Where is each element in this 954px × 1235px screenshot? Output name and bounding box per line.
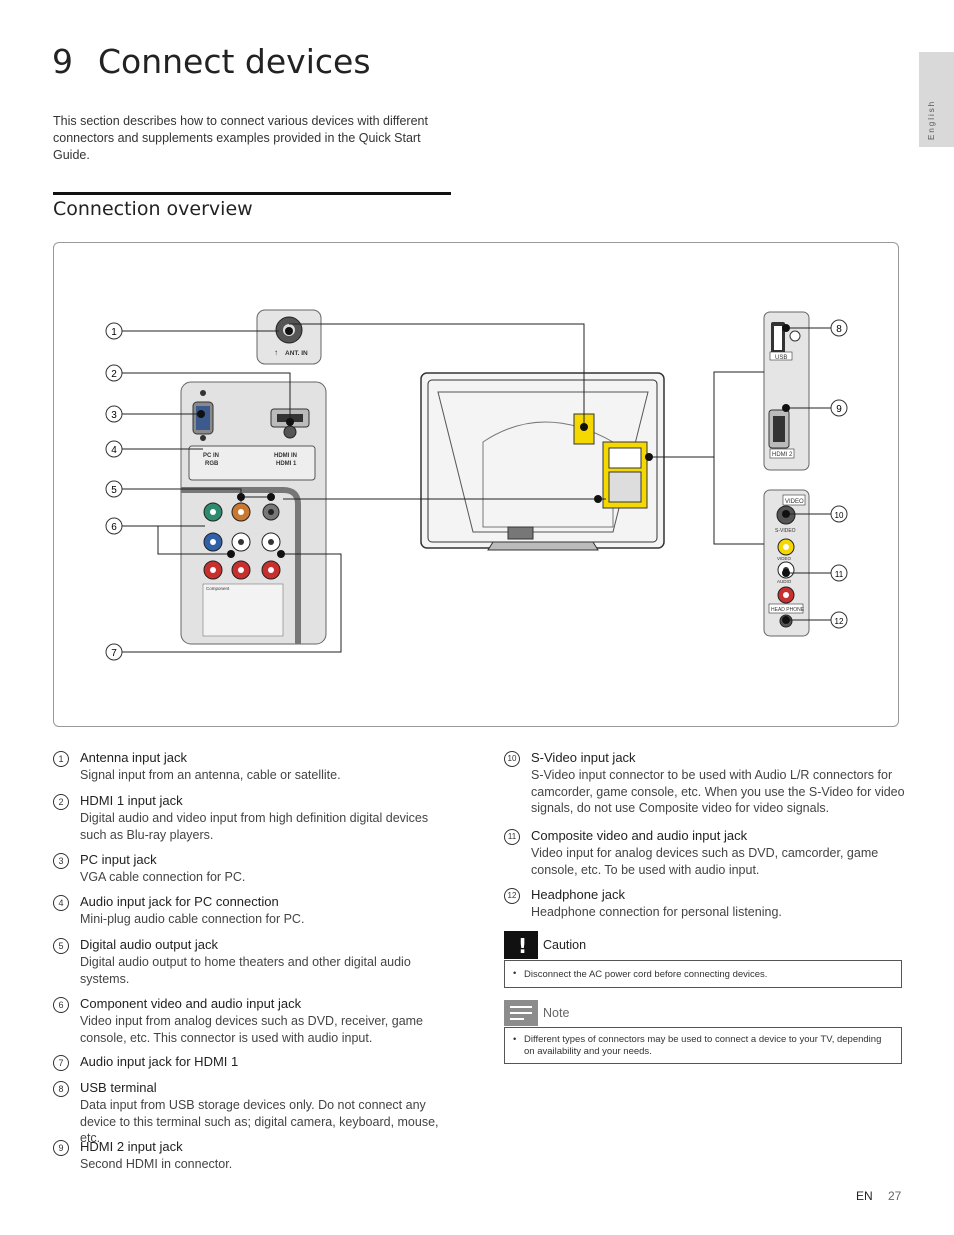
language-tab: English [919,52,954,147]
callout-circles: 1 2 3 4 5 6 7 8 9 10 11 12 [105,319,848,661]
caution-box: • Disconnect the AC power cord before co… [504,960,902,988]
language-tab-label: English [927,99,936,140]
item-desc: Video input from analog devices such as … [80,1014,424,1045]
antenna-panel: ANT. IN ↑ [256,309,322,365]
connection-diagram: ANT. IN ↑ PC IN RGB HDMI IN HDMI 1 [105,309,848,661]
item-title: S-Video input jack [531,750,636,765]
chapter-number: 9 [52,42,73,81]
item-title: Component video and audio input jack [80,996,302,1011]
callout-7: 7 [111,648,117,659]
section-rule [53,192,451,195]
callout-11: 11 [835,570,844,579]
component-label: Component [206,586,230,591]
side-panel-top: USB HDMI 2 [763,311,810,471]
item-number: 1 [53,751,69,767]
video-label: VIDEO [785,499,804,505]
section-heading: Connection overview [53,198,253,220]
svideo-label: S-VIDEO [775,528,796,534]
note-text: Different types of connectors may be use… [524,1034,882,1057]
callout-5: 5 [111,485,117,496]
item-title: Audio input jack for HDMI 1 [80,1054,239,1069]
caution-title: Caution [543,938,587,952]
item-desc: Video input for analog devices such as D… [531,846,879,877]
page-number: 27 [888,1189,902,1203]
item-desc: S-Video input connector to be used with … [531,768,905,815]
item-number: 2 [53,794,69,810]
item-title: HDMI 1 input jack [80,793,183,808]
callout-10: 10 [835,511,844,520]
caution-icon: ! [504,931,538,959]
callout-4: 4 [111,445,117,456]
callout-8: 8 [836,324,842,335]
pc-in-label: PC IN [203,453,219,459]
callout-12: 12 [835,617,844,626]
callout-9: 9 [836,404,842,415]
item-title: Headphone jack [531,887,625,902]
svg-text:↑: ↑ [274,348,278,357]
connect-dots [197,324,790,624]
hdmi1-label: HDMI 1 [276,461,297,467]
callout-2: 2 [111,369,117,380]
item-desc: Digital audio output to home theaters an… [80,955,411,986]
item-desc: VGA cable connection for PC. [80,870,246,884]
note-icon [504,1000,538,1026]
item-title: Audio input jack for PC connection [80,894,279,909]
item-title: PC input jack [80,852,157,867]
note-box: • Different types of connectors may be u… [504,1027,902,1064]
item-title: HDMI 2 input jack [80,1139,183,1154]
diagram-frame [53,242,899,727]
item-number: 5 [53,938,69,954]
item-number: 10 [504,751,520,767]
side-panel-bottom: VIDEO S-VIDEO VIDEO AUDIO HEAD PHONE [763,489,810,637]
item-title: Digital audio output jack [80,937,219,952]
ant-label: ANT. IN [285,350,308,357]
item-number: 3 [53,853,69,869]
item-desc: Signal input from an antenna, cable or s… [80,768,341,782]
chapter-title: Connect devices [98,42,371,81]
item-title: USB terminal [80,1080,157,1095]
callout-6: 6 [111,522,117,533]
hdmi2-label: HDMI 2 [772,452,793,458]
hdmi-in-label: HDMI IN [274,453,297,459]
callout-1: 1 [111,327,117,338]
item-desc: Data input from USB storage devices only… [80,1098,439,1145]
rear-panel: PC IN RGB HDMI IN HDMI 1 Component [180,381,327,645]
item-number: 11 [504,829,520,845]
item-number: 6 [53,997,69,1013]
item-number: 12 [504,888,520,904]
item-number: 4 [53,895,69,911]
intro-paragraph: This section describes how to connect va… [53,114,428,162]
headphone-label: HEAD PHONE [771,607,805,613]
item-desc: Second HDMI in connector. [80,1157,233,1171]
audio-small-label: AUDIO [777,579,792,584]
video-small-label: VIDEO [777,556,792,561]
item-number: 7 [53,1055,69,1071]
item-desc: Mini-plug audio cable connection for PC. [80,912,305,926]
caution-text: Disconnect the AC power cord before conn… [524,969,768,980]
usb-label: USB [775,355,787,361]
footer-language: EN [856,1189,873,1203]
rgb-label: RGB [205,461,219,467]
callout-3: 3 [111,410,117,421]
item-title: Composite video and audio input jack [531,828,748,843]
item-desc: Headphone connection for personal listen… [531,905,782,919]
item-desc: Digital audio and video input from high … [80,811,429,842]
component-jacks [203,502,281,580]
item-number: 8 [53,1081,69,1097]
tv-back [420,372,665,551]
note-title: Note [543,1006,570,1020]
item-number: 9 [53,1140,69,1156]
item-title: Antenna input jack [80,750,187,765]
